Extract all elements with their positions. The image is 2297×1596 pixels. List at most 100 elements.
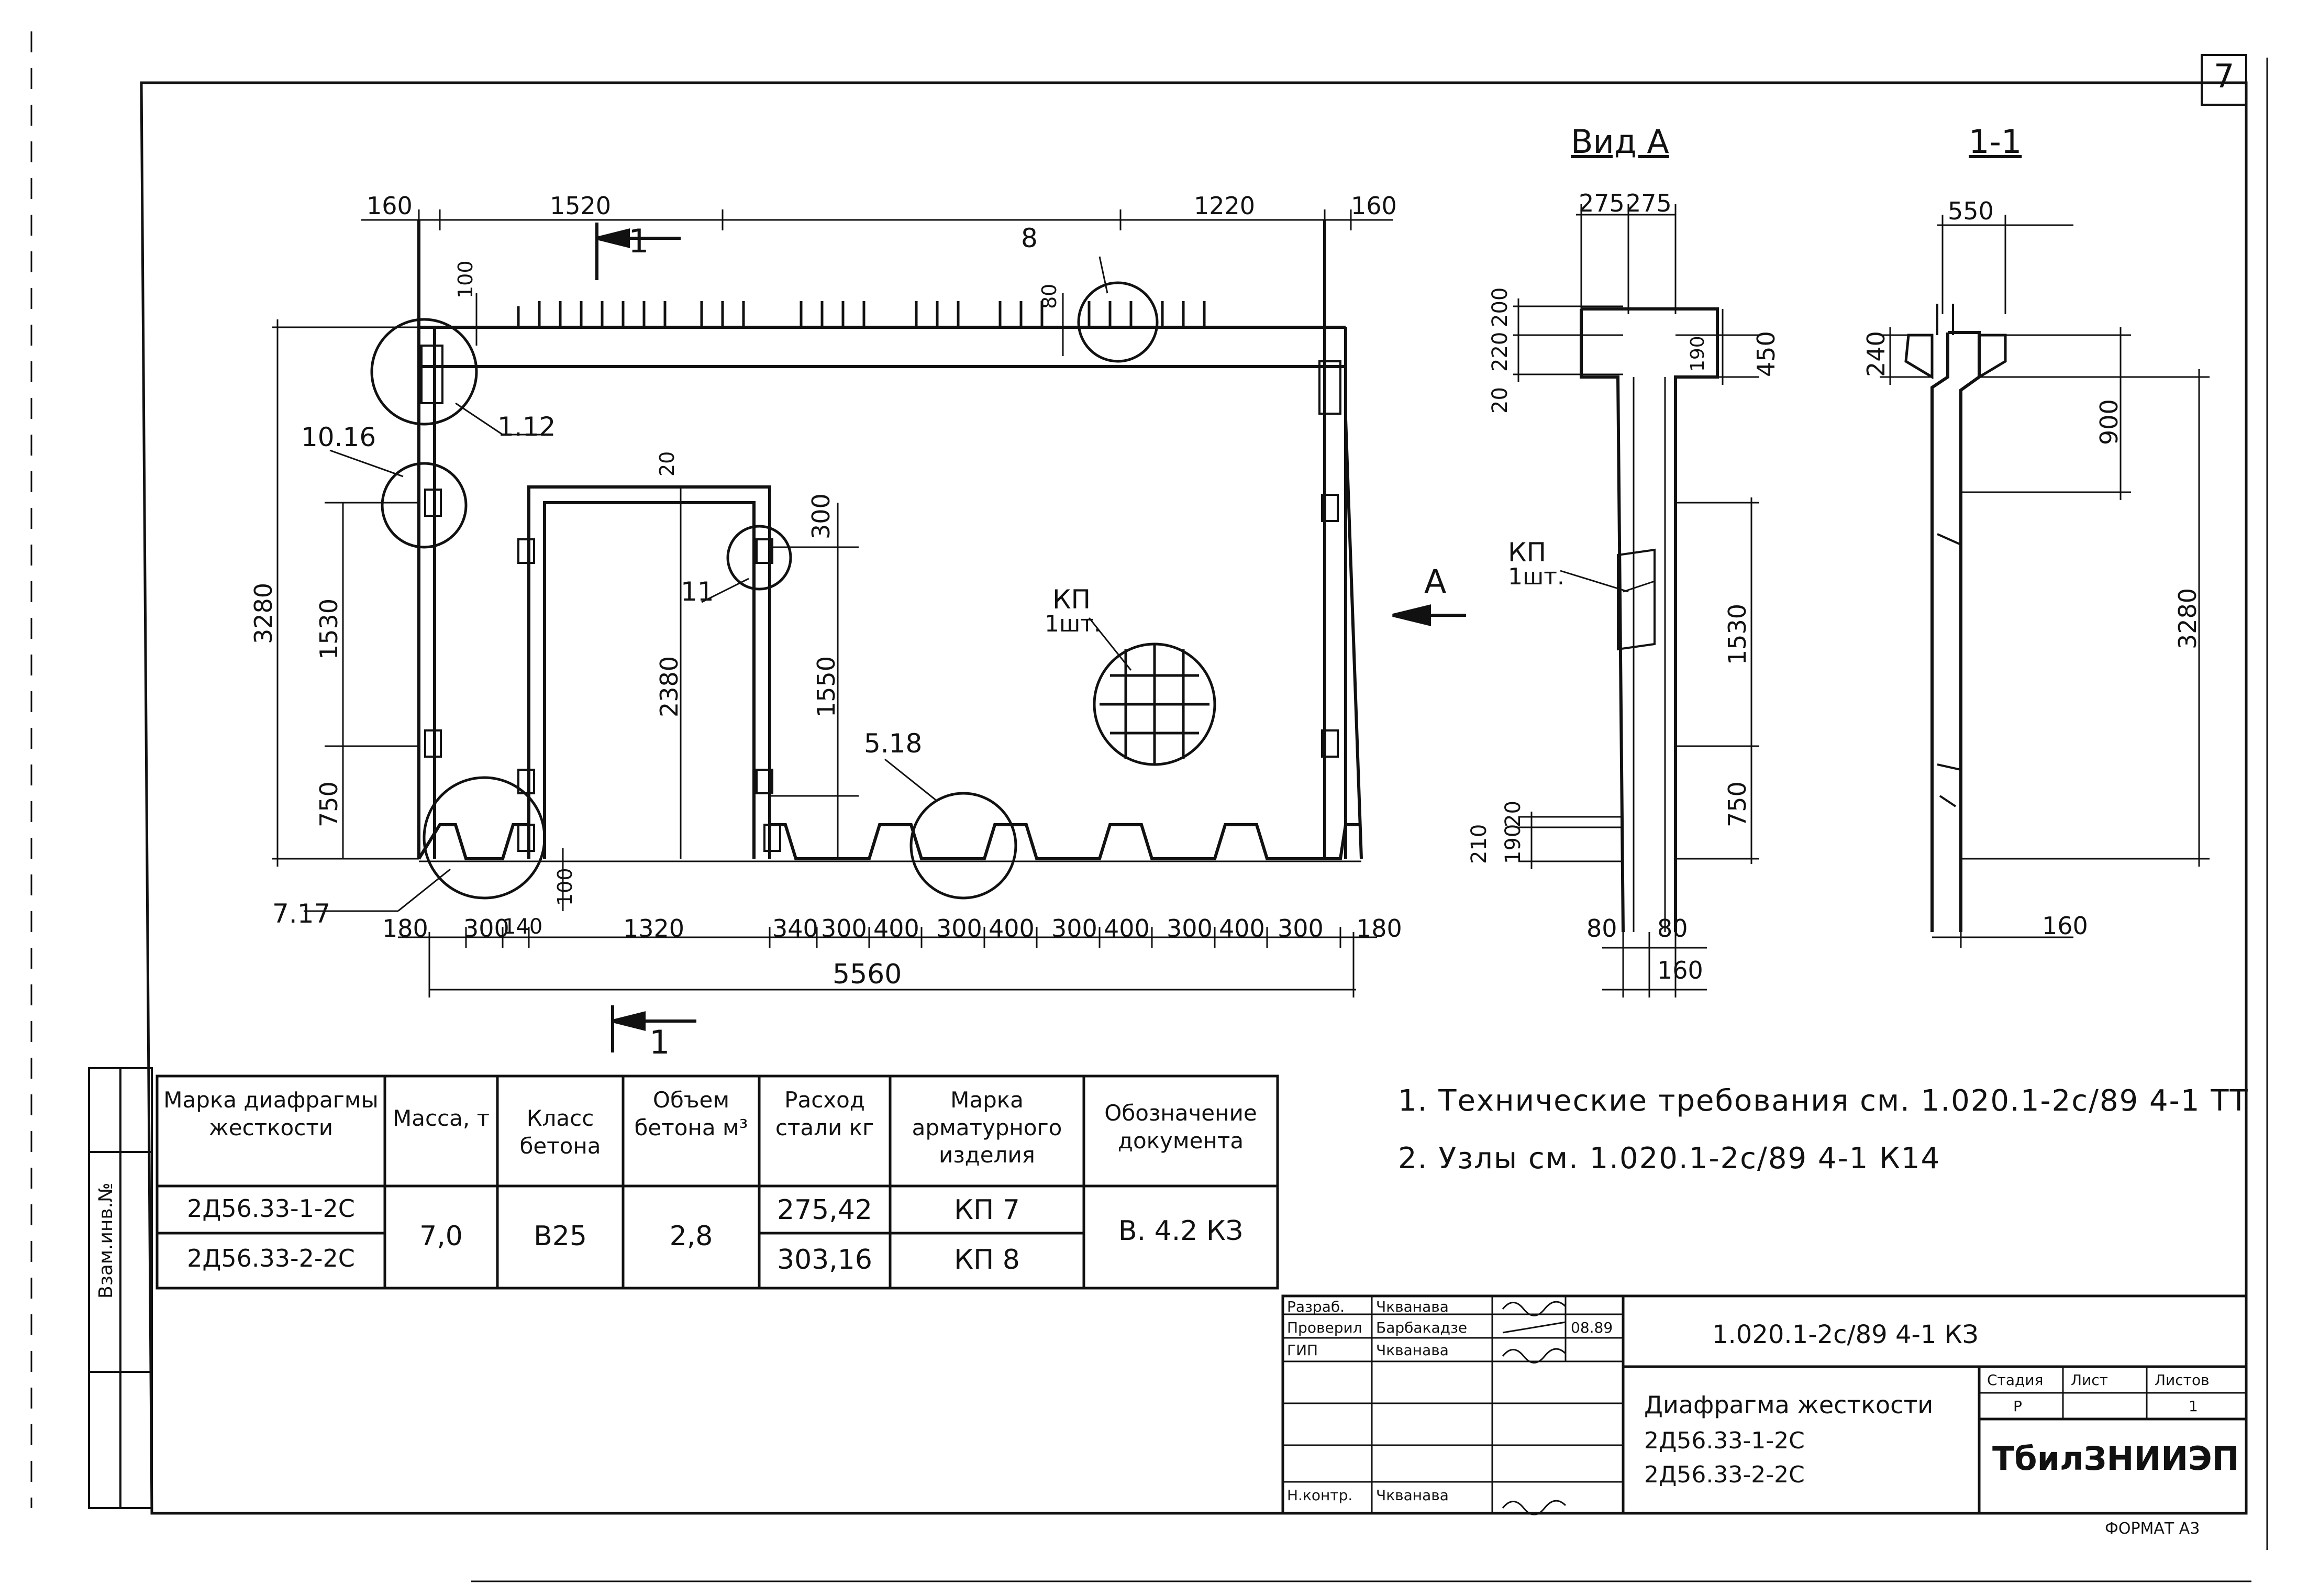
top-rebar-ticks	[517, 301, 1206, 327]
product-mark-2: 2Д56.33-2-2С	[1644, 1461, 1805, 1488]
callout-8: 8	[1021, 223, 1038, 253]
dim-bottom-300: 300	[463, 914, 509, 943]
table-header-mass: Масса, т	[392, 1105, 490, 1131]
note-1: 1. Технические требования см. 1.020.1-2с…	[1398, 1084, 2249, 1118]
organization-name: ТбилЗНИИЭП	[1992, 1439, 2239, 1478]
table-header-product: Марка арматурного изделия	[912, 1087, 1062, 1168]
table-cell-concrete-class: В25	[534, 1221, 587, 1252]
kp-mesh	[1100, 644, 1209, 764]
stage-label: Стадия	[1987, 1371, 2044, 1389]
callout-1-12: 1.12	[497, 412, 556, 442]
dim-80: 80	[1038, 283, 1061, 309]
dim-height-1530: 1530	[315, 598, 343, 660]
section-dim-160: 160	[2042, 912, 2088, 940]
main-dimension-lines	[272, 209, 1393, 997]
callout-11: 11	[681, 577, 714, 607]
view-a-dim-200: 200	[1488, 287, 1512, 327]
dim-height-2380: 2380	[655, 656, 683, 717]
callout-7-17: 7.17	[272, 899, 331, 929]
table-header-volume: Объем бетона м³	[634, 1087, 748, 1140]
view-a-dim-80-left: 80	[1586, 914, 1617, 943]
table-row-1-steel: 275,42	[777, 1194, 872, 1226]
view-arrow-a: А	[1424, 562, 1447, 601]
view-a-dim-190-bottom: 190	[1501, 824, 1525, 864]
table-header-concrete-class: Класс бетона	[519, 1105, 601, 1159]
view-a-title: Вид А	[1571, 123, 1669, 161]
kp-label-view-a: КП	[1508, 537, 1547, 568]
dim-bottom-1320: 1320	[623, 914, 685, 943]
dim-bottom-180-right: 180	[1356, 914, 1402, 943]
dim-top-160-right: 160	[1351, 192, 1397, 220]
sheet-format: ФОРМАТ А3	[2105, 1520, 2200, 1538]
section-dim-240: 240	[1862, 331, 1890, 377]
table-row-1-mark: 2Д56.33-1-2С	[187, 1194, 355, 1223]
view-a-dim-1530: 1530	[1723, 603, 1751, 665]
table-row-1-product: КП 7	[954, 1194, 1020, 1226]
section-dim-900: 900	[2095, 399, 2123, 445]
view-a-dim-750: 750	[1723, 781, 1751, 827]
kp-label-main: КП	[1052, 584, 1091, 615]
section-mark-bottom: 1	[649, 1023, 670, 1061]
note-2: 2. Узлы см. 1.020.1-2с/89 4-1 К14	[1398, 1141, 1941, 1176]
table-row-2-steel: 303,16	[777, 1244, 872, 1276]
sheet-number: 7	[2214, 57, 2235, 95]
dim-bottom-300-a: 300	[821, 914, 867, 943]
callout-5-18: 5.18	[864, 728, 923, 759]
dim-20: 20	[656, 451, 679, 476]
dim-top-160-left: 160	[367, 192, 413, 220]
view-a-dim-275-right: 275	[1626, 189, 1672, 217]
name-norm-control: Чкванава	[1376, 1487, 1449, 1504]
stamp-date: 08.89	[1571, 1319, 1613, 1336]
dim-height-3280: 3280	[249, 582, 278, 644]
dim-bottom-300-d: 300	[1167, 914, 1213, 943]
dim-bottom-400-c: 400	[1104, 914, 1150, 943]
dim-height-750: 750	[315, 781, 343, 827]
sheet-label: Лист	[2071, 1371, 2108, 1389]
dim-bottom-300-e: 300	[1278, 914, 1324, 943]
kp-qty-view-a: 1шт.	[1508, 563, 1564, 590]
dim-bottom-400-a: 400	[873, 914, 919, 943]
table-row-2-mark: 2Д56.33-2-2С	[187, 1244, 355, 1272]
doc-code: 1.020.1-2с/89 4-1 КЗ	[1712, 1320, 1979, 1349]
callout-10-16: 10.16	[301, 422, 376, 452]
table-header-document: Обозначение документа	[1104, 1100, 1257, 1154]
title-block-grid	[1281, 1294, 2248, 1515]
dim-bottom-400-b: 400	[989, 914, 1035, 943]
role-chief-engineer: ГИП	[1287, 1342, 1318, 1359]
embedded-plates	[420, 345, 1341, 852]
section-1-1	[1904, 304, 2007, 932]
name-checker: Барбакадзе	[1376, 1319, 1468, 1336]
view-a-dim-160: 160	[1657, 956, 1703, 984]
table-cell-volume: 2,8	[669, 1221, 713, 1252]
section-dim-3280: 3280	[2173, 588, 2202, 649]
spec-table-grid	[156, 1074, 1279, 1290]
role-checker: Проверил	[1287, 1319, 1362, 1336]
dim-bottom-180-left: 180	[382, 914, 428, 943]
role-norm-control: Н.контр.	[1287, 1487, 1353, 1504]
section-title: 1-1	[1969, 123, 2022, 161]
role-developer: Разраб.	[1287, 1298, 1345, 1315]
dim-height-300: 300	[807, 493, 835, 539]
dim-bottom-300-c: 300	[1051, 914, 1097, 943]
product-title: Диафрагма жесткости	[1644, 1391, 1934, 1419]
view-a	[1580, 307, 1719, 933]
dim-top-1520: 1520	[550, 192, 612, 220]
table-cell-document: В. 4.2 КЗ	[1118, 1215, 1244, 1247]
table-header-mark: Марка диафрагмы жесткости	[163, 1087, 379, 1140]
main-elevation	[417, 220, 1363, 862]
view-a-dim-80-right: 80	[1657, 914, 1688, 943]
dim-bottom-340: 340	[772, 914, 818, 943]
dim-bottom-300-b: 300	[936, 914, 982, 943]
kp-qty-main: 1шт.	[1045, 611, 1101, 637]
view-a-dim-190-top: 190	[1687, 336, 1708, 372]
view-a-dim-210: 210	[1467, 824, 1491, 864]
dim-bottom-400-d: 400	[1219, 914, 1265, 943]
view-a-dim-275-left: 275	[1579, 189, 1625, 217]
dim-bottom-140: 140	[503, 915, 543, 939]
name-chief-engineer: Чкванава	[1376, 1342, 1449, 1359]
section-dimension-lines	[1880, 215, 2210, 948]
view-a-dim-220: 220	[1488, 331, 1512, 372]
section-mark-top: 1	[628, 222, 649, 260]
product-mark-1: 2Д56.33-1-2С	[1644, 1427, 1805, 1454]
